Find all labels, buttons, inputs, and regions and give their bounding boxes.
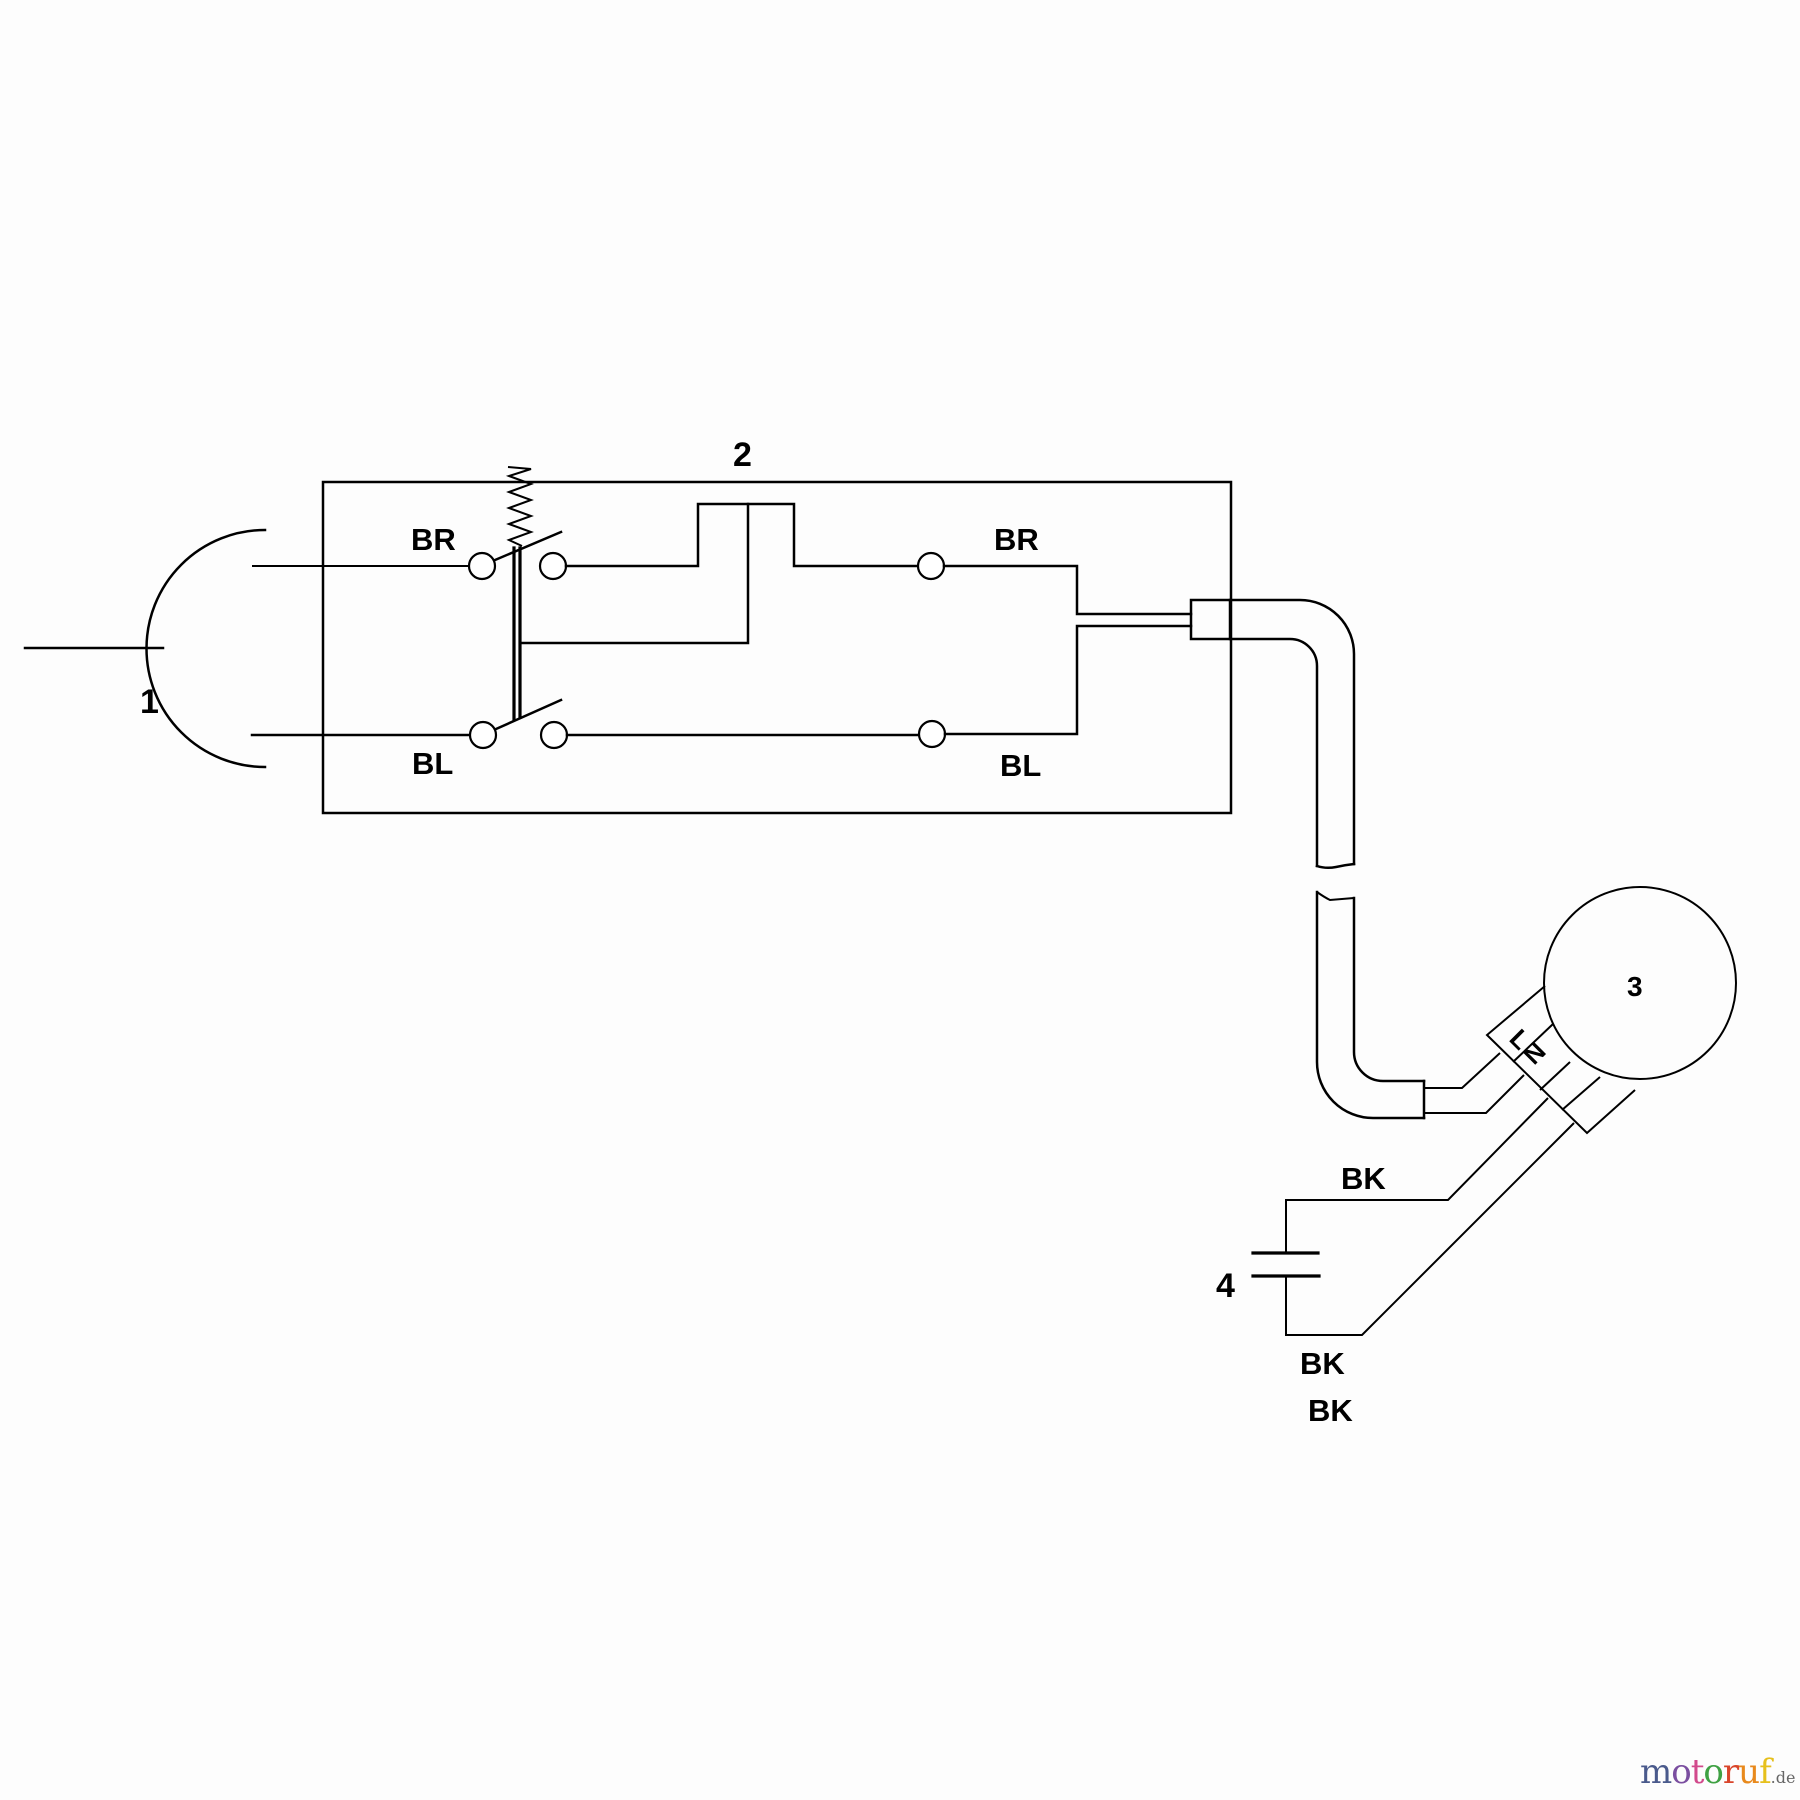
switch-box-component: 2 BR BL BR: [321, 436, 1233, 815]
component-label-4: 4: [1216, 1267, 1235, 1305]
motor-lead-n: [1424, 1074, 1525, 1114]
capacitor-wire-top: [1285, 1097, 1549, 1253]
plug-component: 1: [23, 528, 485, 769]
capacitor-wire-bottom: [1285, 1122, 1575, 1336]
cable-connector: [1189, 598, 1232, 641]
watermark-tld: .de: [1770, 1768, 1796, 1787]
cable-outer-upper: [1228, 598, 1356, 866]
bridge-wire-top: [564, 502, 920, 568]
cable-inner-lower: [1352, 896, 1426, 1083]
output-terminal-bottom: [917, 719, 947, 749]
bridge-wire-middle: [519, 502, 750, 645]
switch-terminal-bottom-out: [539, 720, 569, 750]
watermark-letter: o: [1671, 1752, 1692, 1792]
watermark-letter: m: [1640, 1752, 1672, 1792]
cable-break-lower: [1316, 891, 1355, 902]
cable-inner-upper: [1228, 637, 1319, 868]
terminal-divider-1: [1512, 1023, 1554, 1063]
motor-body: [1543, 886, 1737, 1080]
terminal-divider-3: [1561, 1076, 1601, 1111]
capacitor-component: 4 BK BK BK: [1216, 1097, 1575, 1428]
output-wire-top: [942, 564, 1193, 616]
spring-icon: [505, 466, 534, 547]
watermark-letter: r: [1722, 1752, 1739, 1792]
watermark-letter: t: [1690, 1752, 1705, 1792]
terminal-divider-2: [1539, 1061, 1571, 1091]
component-label-1: 1: [140, 683, 159, 721]
wire-label-bk-bottom-2: BK: [1308, 1393, 1353, 1428]
switch-box-outline: [321, 480, 1233, 815]
cable-break-upper: [1315, 862, 1356, 870]
watermark-letter: u: [1738, 1752, 1760, 1792]
terminal-block-outline: [1485, 985, 1636, 1135]
switch-terminal-bottom-in: [468, 720, 498, 750]
watermark-logo: motoruf.de: [1640, 1752, 1795, 1792]
plug-arc: [145, 528, 267, 769]
watermark-letter: f: [1759, 1752, 1772, 1792]
wire-label-br-in: BR: [411, 522, 456, 557]
switch-terminal-top-out: [538, 551, 568, 581]
cable-component: [1189, 598, 1525, 1120]
wire-label-bk-bottom: BK: [1300, 1346, 1345, 1381]
component-label-3: 3: [1627, 971, 1643, 1002]
cable-outer-lower: [1315, 890, 1426, 1120]
switch-blade-top: [493, 530, 563, 562]
output-wire-bottom: [943, 624, 1193, 736]
output-terminal-top: [916, 551, 946, 581]
switch-blade-bottom: [494, 698, 563, 731]
wire-label-br-out: BR: [994, 522, 1039, 557]
wire-label-bk-top: BK: [1341, 1161, 1386, 1196]
motor-component: 3 L N: [1485, 886, 1737, 1135]
switch-terminal-top-in: [467, 551, 497, 581]
motor-lead-l: [1424, 1052, 1501, 1089]
wire-label-bl-out: BL: [1000, 748, 1041, 783]
watermark-letter: o: [1703, 1752, 1724, 1792]
component-label-2: 2: [733, 436, 752, 474]
wire-label-bl-in: BL: [412, 746, 453, 781]
